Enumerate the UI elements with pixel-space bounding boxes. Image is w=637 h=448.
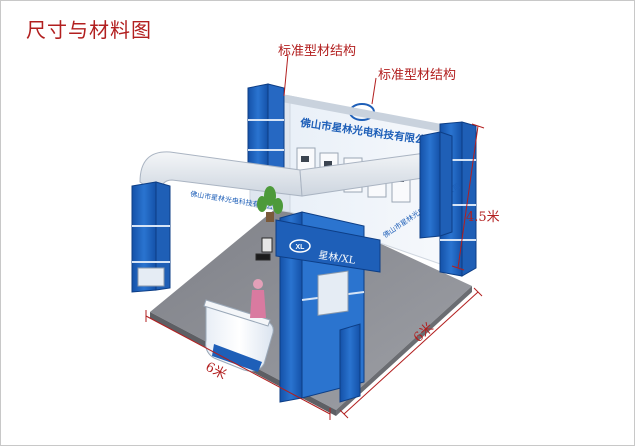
structure-label-1: 标准型材结构 — [278, 44, 357, 59]
furniture — [255, 237, 273, 261]
reception-desk — [203, 299, 274, 372]
mannequin — [250, 279, 266, 318]
tower-back-left — [247, 83, 285, 181]
brand-sign-logo: XL — [296, 244, 306, 251]
height-label: 4.5米 — [466, 210, 500, 225]
structure-label-2: 标准型材结构 — [378, 68, 457, 83]
plant — [257, 186, 283, 214]
brand-sign-panel — [275, 219, 381, 273]
width-dimension — [145, 310, 331, 420]
height-dimension — [451, 123, 485, 271]
tower-front-left — [131, 181, 171, 293]
structure-leader-2 — [371, 77, 377, 105]
short-column — [339, 323, 361, 403]
page-title: 尺寸与材料图 — [26, 18, 152, 42]
tower-front-right — [419, 131, 453, 239]
depth-dimension — [339, 287, 483, 419]
structure-leader-1 — [283, 53, 289, 97]
